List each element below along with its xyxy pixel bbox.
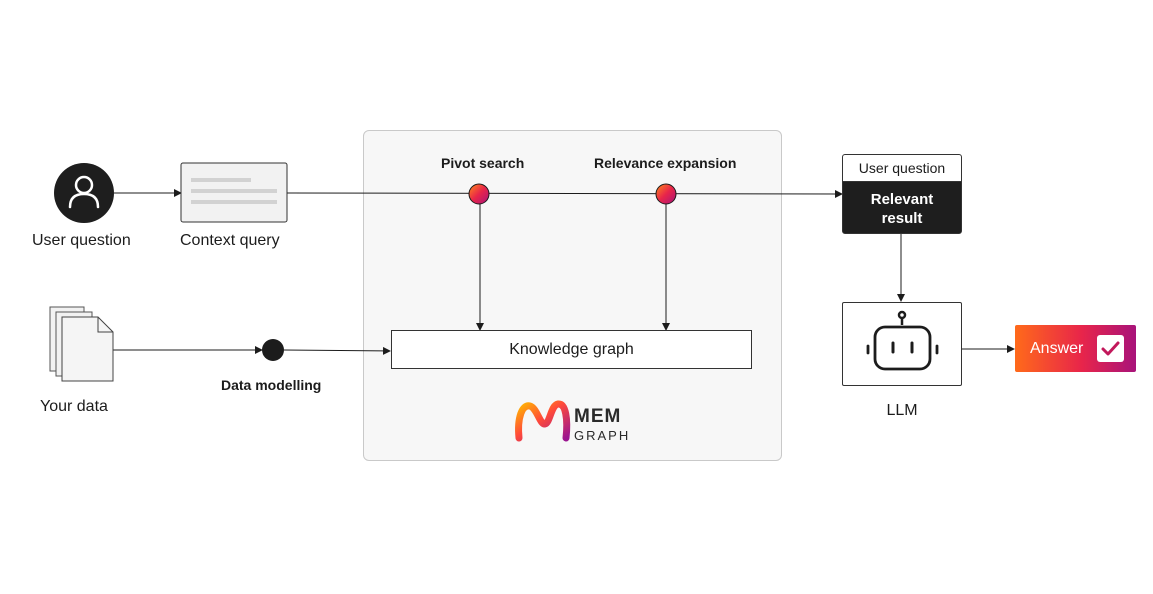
edge-modelling-to-kg [283,346,391,355]
pivot-search-label: Pivot search [441,155,525,171]
relevance-expansion-node [655,183,677,205]
memgraph-logo-mem: MEM [574,406,622,427]
document-stack-icon [49,306,114,382]
memgraph-logo-mark [515,400,571,442]
document-lines-icon [180,162,288,223]
edge-context-to-result [286,189,843,198]
user-question-label: User question [32,232,131,249]
relevant-result-box: User question Relevant result [842,154,962,234]
answer-label: Answer [1030,339,1084,357]
your-data-label: Your data [40,398,108,415]
data-modelling-node [262,339,284,361]
data-modelling-label: Data modelling [221,377,322,393]
user-icon [54,163,114,223]
relevant-result-line1: Relevant [870,190,934,208]
knowledge-graph-box: Knowledge graph [391,330,752,369]
context-query-label: Context query [180,232,280,249]
check-icon [1097,335,1124,362]
relevant-result-line2: result [881,209,923,227]
relevant-result-body: Relevant result [843,182,961,233]
pivot-search-node [468,183,490,205]
answer-box: Answer [1015,325,1136,372]
relevant-result-header: User question [843,155,961,182]
relevance-expansion-label: Relevance expansion [594,155,737,171]
llm-label: LLM [886,402,918,419]
memgraph-logo-graph: GRAPH [574,428,631,443]
knowledge-graph-label: Knowledge graph [509,340,634,358]
memgraph-panel [363,130,782,461]
robot-icon [866,310,939,371]
llm-box [842,302,962,386]
